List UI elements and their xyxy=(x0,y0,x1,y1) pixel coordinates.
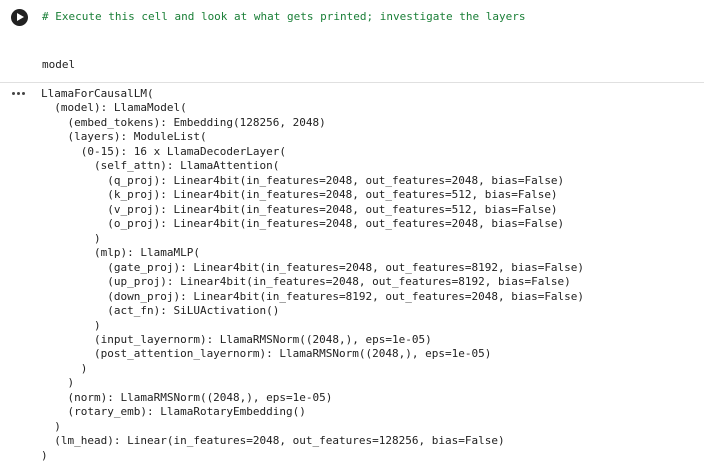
output-line: LlamaForCausalLM( xyxy=(41,87,154,100)
output-line: (mlp): LlamaMLP( xyxy=(41,246,200,260)
output-line: (input_layernorm): LlamaRMSNorm((2048,),… xyxy=(41,332,432,346)
output-line: (k_proj): Linear4bit(in_features=2048, o… xyxy=(41,188,558,202)
code-cell[interactable]: # Execute this cell and look at what get… xyxy=(0,0,704,83)
output-line: (gate_proj): Linear4bit(in_features=2048… xyxy=(41,260,585,274)
output-line: ) xyxy=(41,318,101,332)
cell-output: LlamaForCausalLM( (model): LlamaModel( (… xyxy=(0,83,704,470)
output-line: (down_proj): Linear4bit(in_features=8192… xyxy=(41,289,585,303)
output-line: (layers): ModuleList( xyxy=(41,130,207,144)
output-line: ) xyxy=(41,376,75,390)
output-line: (act_fn): SiLUActivation() xyxy=(41,304,280,318)
output-line: (embed_tokens): Embedding(128256, 2048) xyxy=(41,115,326,129)
output-line: ) xyxy=(41,419,61,433)
play-icon xyxy=(17,13,24,21)
output-line: ) xyxy=(41,448,48,462)
code-statement: model xyxy=(42,58,76,71)
output-line: (v_proj): Linear4bit(in_features=2048, o… xyxy=(41,202,558,216)
output-line: (up_proj): Linear4bit(in_features=2048, … xyxy=(41,275,571,289)
output-line: ) xyxy=(41,231,101,245)
output-line: (norm): LlamaRMSNorm((2048,), eps=1e-05) xyxy=(41,390,333,404)
output-line: (post_attention_layernorm): LlamaRMSNorm… xyxy=(41,347,492,361)
output-line: (0-15): 16 x LlamaDecoderLayer( xyxy=(41,144,287,158)
code-comment: # Execute this cell and look at what get… xyxy=(42,10,526,23)
output-line: ) xyxy=(41,361,88,375)
more-horiz-icon[interactable] xyxy=(12,89,26,97)
code-editor[interactable]: # Execute this cell and look at what get… xyxy=(42,9,692,77)
output-line: (q_proj): Linear4bit(in_features=2048, o… xyxy=(41,173,565,187)
output-line: (model): LlamaModel( xyxy=(41,101,187,115)
output-line: (self_attn): LlamaAttention( xyxy=(41,159,280,173)
run-cell-button[interactable] xyxy=(11,9,28,26)
output-line: (o_proj): Linear4bit(in_features=2048, o… xyxy=(41,217,565,231)
output-line: (lm_head): Linear(in_features=2048, out_… xyxy=(41,434,505,448)
output-line: (rotary_emb): LlamaRotaryEmbedding() xyxy=(41,405,306,419)
